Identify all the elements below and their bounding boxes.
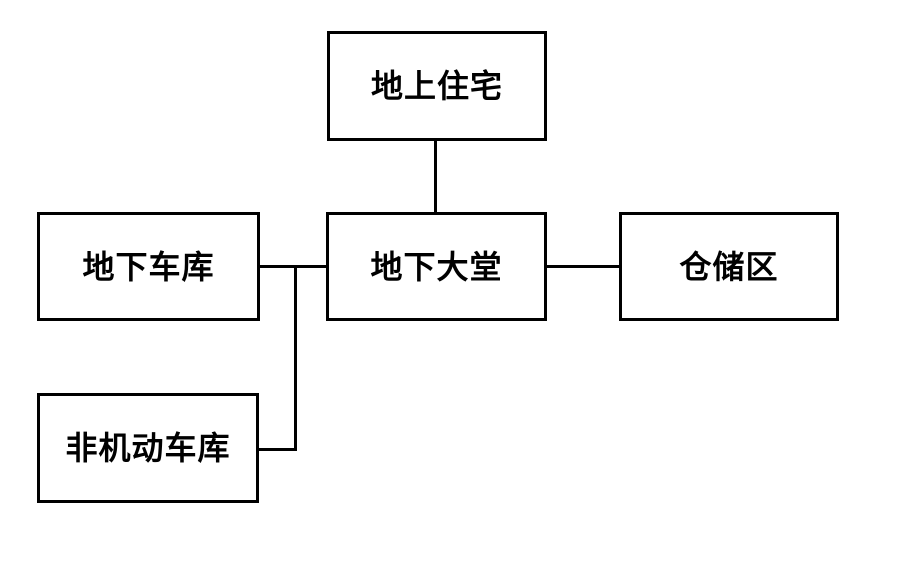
node-label-storage-area: 仓储区 [679,247,779,286]
node-storage-area[interactable]: 仓储区 [619,212,839,321]
node-label-non-motor-vehicle-garage: 非机动车库 [65,429,231,467]
node-above-ground-residence[interactable]: 地上住宅 [327,31,547,141]
edge-nonmotor-garage-to-trunk [257,448,297,451]
edge-trunk-vertical [294,265,297,451]
node-underground-lobby[interactable]: 地下大堂 [326,212,547,321]
edge-above-ground-to-underground-lobby [434,139,437,214]
node-label-above-ground-residence: 地上住宅 [370,67,503,105]
node-label-underground-garage: 地下车库 [82,247,215,286]
node-label-underground-lobby: 地下大堂 [370,247,503,286]
edge-trunk-to-underground-lobby [294,265,329,268]
edge-underground-lobby-to-storage-area [545,265,621,268]
edge-underground-garage-to-trunk [258,265,298,268]
node-underground-garage[interactable]: 地下车库 [37,212,260,321]
node-non-motor-vehicle-garage[interactable]: 非机动车库 [37,393,259,503]
